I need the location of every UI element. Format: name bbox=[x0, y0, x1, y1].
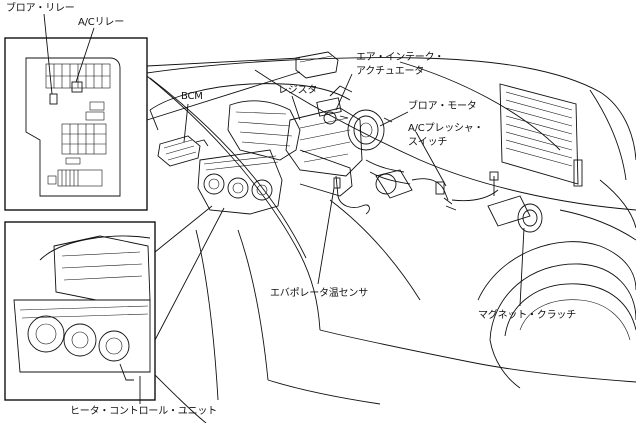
air-intake-actuator-label-line2: アクチュエータ bbox=[356, 66, 425, 77]
car-body-outline bbox=[119, 57, 636, 423]
bcm-module bbox=[157, 135, 209, 167]
heater-control-unit-drawing bbox=[197, 149, 283, 215]
fuse-box-inset bbox=[4, 13, 301, 211]
blower-motor-drawing bbox=[339, 109, 393, 151]
heater-control-inset bbox=[4, 205, 225, 404]
magnetic-clutch-drawing bbox=[487, 171, 543, 233]
hvac-unit bbox=[285, 85, 370, 215]
magnetic-clutch-label: マグネット・クラッチ bbox=[478, 310, 576, 321]
ac-pipes bbox=[365, 159, 499, 211]
blower-relay-label: ブロア・リレー bbox=[6, 3, 75, 14]
resistor-label: レジスタ bbox=[278, 85, 318, 96]
fuse-box-in-car bbox=[295, 51, 339, 79]
blower-motor-label: ブロア・モータ bbox=[408, 101, 477, 112]
relay-grid bbox=[45, 63, 111, 187]
dashboard bbox=[149, 83, 353, 197]
bcm-label: BCM bbox=[181, 91, 203, 102]
air-intake-actuator-label-line1: エア・インテーク・ bbox=[356, 52, 444, 63]
evaporator-temp-sensor-label: エバポレータ温センサ bbox=[270, 288, 368, 299]
condenser-drawing bbox=[499, 83, 583, 187]
ac-pressure-switch-label-line1: A/Cプレッシャ・ bbox=[408, 123, 484, 134]
ac-relay-label: A/Cリレー bbox=[78, 17, 124, 28]
callout-lines bbox=[183, 73, 525, 307]
ac-pressure-switch-label-line2: スイッチ bbox=[408, 137, 448, 148]
heater-control-unit-label: ヒータ・コントロール・ユニット bbox=[70, 406, 217, 417]
